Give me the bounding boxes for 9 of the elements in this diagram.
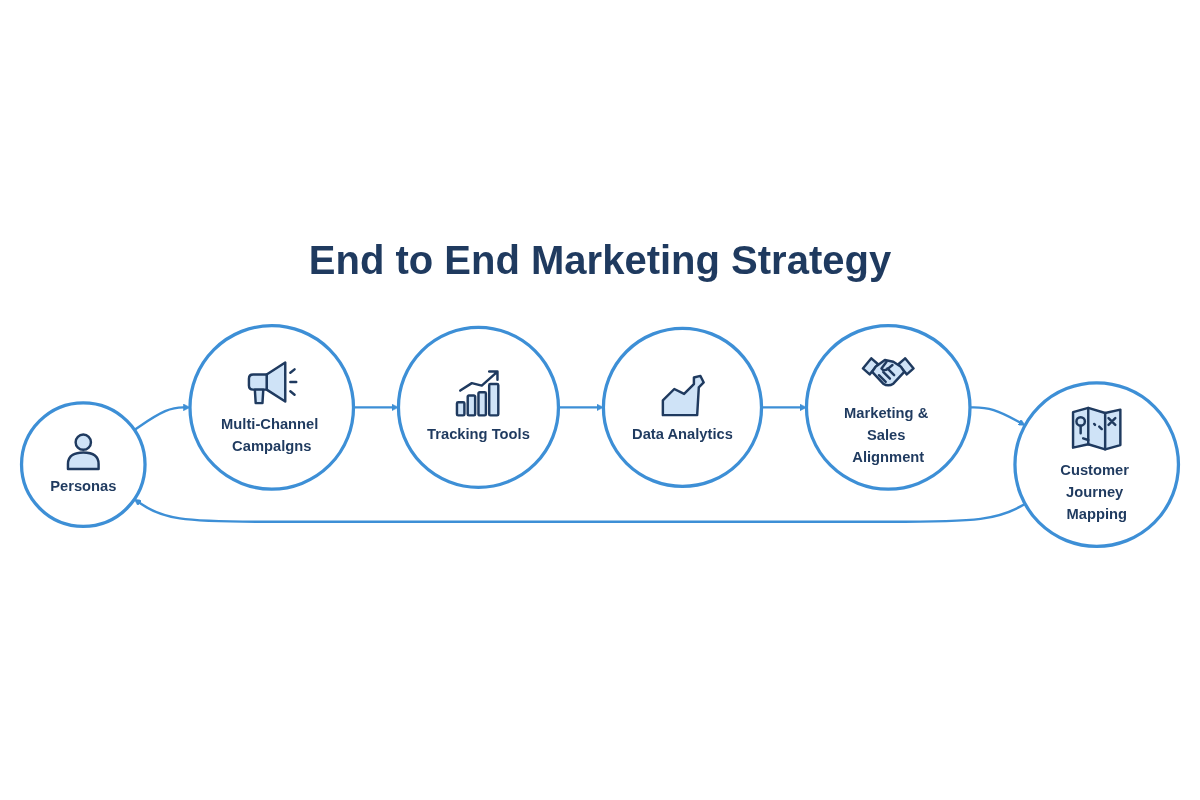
arrow <box>970 405 1026 426</box>
node-circle: Multi-Channel Campalgns <box>188 323 356 491</box>
node-circle: Data Analytics <box>601 326 764 488</box>
node-circle: Tracking Tools <box>396 325 561 489</box>
node-circle: Customer Journey Mapping <box>1013 380 1181 548</box>
diagram-title: End to End Marketing Strategy <box>308 237 892 282</box>
node-circle: Marketing & Sales Alignment <box>804 323 972 491</box>
arrow <box>134 498 1026 523</box>
node-circle: Personas <box>19 400 147 528</box>
